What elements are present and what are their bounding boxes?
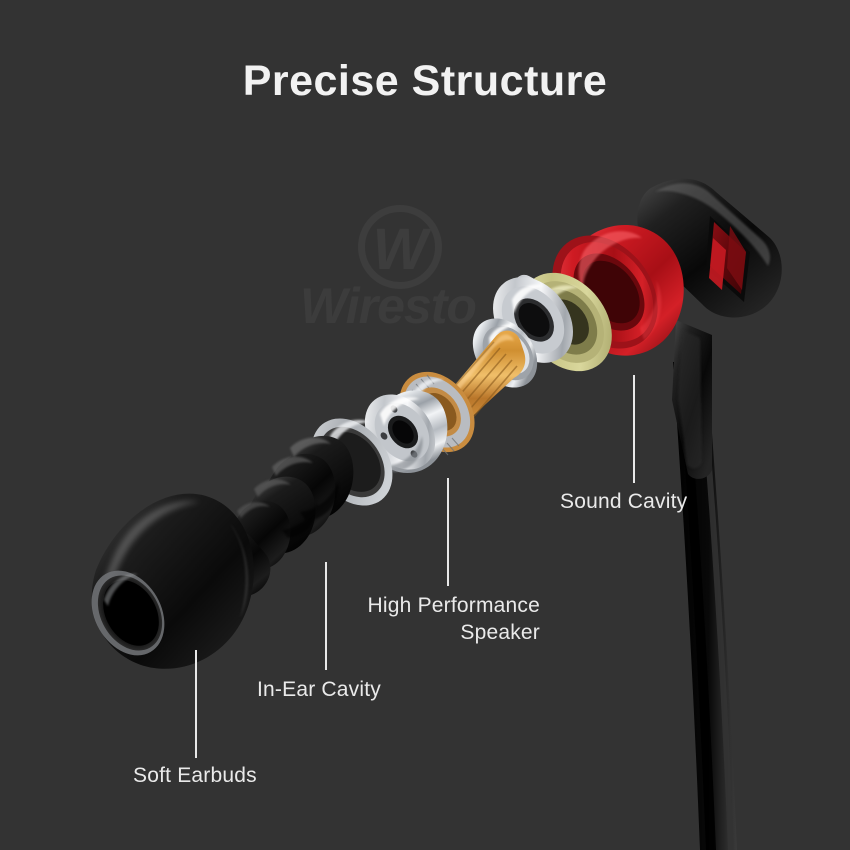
ear-tip [91,493,254,669]
leader-line-soft-earbuds [195,650,197,758]
callout-label-sound-cavity: Sound Cavity [560,490,688,513]
leader-line-sound-cavity [633,375,635,483]
callout-label-soft-earbuds: Soft Earbuds [133,764,257,787]
strain-relief [672,320,712,479]
callout-label-in-ear-cavity: In-Ear Cavity [257,678,381,701]
cable [673,360,737,850]
page-title: Precise Structure [242,57,608,105]
rear-housing [637,178,782,318]
callout-label-high-performance-speaker: High Performance Speaker [367,594,540,644]
in-ear-cavity [230,435,354,570]
leader-line-in-ear-cavity [325,562,327,670]
leader-line-high-performance-speaker [447,478,449,586]
